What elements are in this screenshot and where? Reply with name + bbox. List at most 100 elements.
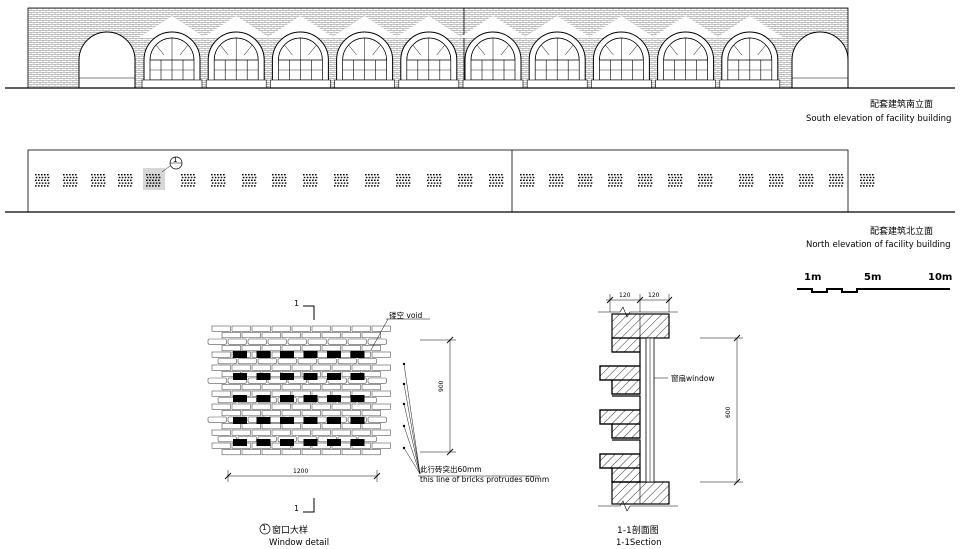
protrude-leader-dot bbox=[402, 362, 406, 366]
window-detail-title-cn: 窗口大样 bbox=[272, 526, 309, 536]
vent-hole bbox=[775, 179, 777, 181]
vent-hole bbox=[620, 176, 623, 179]
vent-hole bbox=[464, 176, 467, 179]
vent-window bbox=[181, 174, 196, 187]
north-elevation-title-en: North elevation of facility building bbox=[806, 240, 951, 250]
vent-hole bbox=[146, 174, 148, 176]
vent-hole bbox=[217, 176, 220, 179]
vent-hole bbox=[343, 182, 346, 184]
vent-hole bbox=[742, 185, 744, 187]
vent-hole bbox=[620, 185, 622, 187]
vent-hole bbox=[751, 174, 753, 176]
vent-hole bbox=[72, 179, 74, 181]
vent-hole bbox=[467, 185, 469, 187]
brick bbox=[371, 325, 391, 332]
end-arch-east bbox=[791, 31, 849, 89]
vent-hole bbox=[100, 179, 102, 181]
vent-window bbox=[303, 174, 318, 187]
vent-hole bbox=[365, 179, 367, 181]
vent-hole bbox=[529, 182, 532, 184]
vent-hole bbox=[710, 179, 712, 181]
vent-hole bbox=[408, 174, 410, 176]
brick bbox=[331, 364, 351, 371]
vent-hole bbox=[808, 179, 810, 181]
vent-hole bbox=[41, 182, 44, 184]
vent-hole bbox=[811, 174, 813, 176]
vent-hole bbox=[552, 185, 554, 187]
void-opening bbox=[350, 373, 365, 380]
vent-hole bbox=[650, 174, 652, 176]
vent-hole bbox=[523, 176, 526, 179]
section-protruding-brick bbox=[599, 365, 641, 381]
brick bbox=[327, 338, 347, 345]
vent-hole bbox=[436, 185, 438, 187]
vent-hole bbox=[41, 174, 43, 176]
section-height-dimension bbox=[700, 334, 743, 486]
vent-hole bbox=[835, 179, 837, 181]
vent-hole bbox=[677, 174, 679, 176]
brick bbox=[241, 449, 261, 456]
arch-diamond-highlight bbox=[715, 16, 784, 38]
brick bbox=[221, 345, 241, 352]
void-opening bbox=[256, 373, 271, 380]
vent-hole bbox=[470, 185, 472, 187]
void-opening bbox=[280, 439, 294, 446]
vent-hole bbox=[608, 179, 610, 181]
vent-hole bbox=[377, 174, 379, 176]
vent-hole bbox=[677, 176, 680, 179]
vent-hole bbox=[187, 185, 189, 187]
window-detail-number-circle bbox=[259, 523, 271, 535]
section-brick bbox=[611, 423, 641, 439]
vent-hole bbox=[374, 182, 377, 184]
section-cut-mark-bottom bbox=[303, 498, 315, 513]
vent-hole bbox=[63, 185, 65, 187]
void-opening bbox=[233, 395, 247, 402]
scale-bar-line bbox=[797, 288, 950, 293]
vent-hole bbox=[671, 176, 674, 179]
vent-hole bbox=[781, 182, 784, 184]
void-opening bbox=[327, 373, 341, 380]
brick bbox=[281, 410, 301, 417]
brick bbox=[261, 332, 281, 339]
scale-bar bbox=[797, 288, 950, 293]
vent-hole bbox=[781, 185, 783, 187]
vent-hole bbox=[644, 174, 646, 176]
vent-hole bbox=[124, 179, 126, 181]
vent-hole bbox=[433, 176, 436, 179]
brick bbox=[367, 338, 387, 345]
section-window-label: 窗扇window bbox=[671, 374, 715, 383]
brick bbox=[321, 423, 341, 430]
vent-hole bbox=[245, 182, 248, 184]
vent-hole bbox=[581, 174, 583, 176]
vent-hole bbox=[47, 174, 49, 176]
vent-hole bbox=[495, 185, 497, 187]
vent-hole bbox=[698, 185, 700, 187]
vent-hole bbox=[368, 176, 371, 179]
vent-hole bbox=[775, 182, 778, 184]
vent-hole bbox=[838, 185, 840, 187]
vent-hole bbox=[184, 179, 186, 181]
vent-hole bbox=[470, 176, 473, 179]
brick bbox=[211, 442, 231, 449]
vent-hole bbox=[584, 176, 587, 179]
vent-hole bbox=[769, 179, 771, 181]
vent-hole bbox=[433, 185, 435, 187]
vent-hole bbox=[44, 174, 46, 176]
vent-hole bbox=[641, 182, 644, 184]
vent-hole bbox=[461, 182, 464, 184]
brick bbox=[207, 416, 227, 423]
vent-hole bbox=[334, 185, 336, 187]
vent-hole bbox=[275, 174, 277, 176]
vent-hole bbox=[467, 179, 469, 181]
vent-hole bbox=[181, 182, 184, 184]
vent-hole bbox=[44, 185, 46, 187]
void-opening bbox=[303, 395, 318, 402]
window-detail bbox=[207, 305, 540, 535]
vent-hole bbox=[520, 176, 523, 179]
vent-hole bbox=[558, 174, 560, 176]
vent-hole bbox=[281, 182, 284, 184]
protrude-label-en: this line of bricks protrudes 60mm bbox=[420, 475, 550, 484]
vent-hole bbox=[532, 176, 535, 179]
vent-hole bbox=[838, 174, 840, 176]
vent-hole bbox=[638, 182, 641, 184]
